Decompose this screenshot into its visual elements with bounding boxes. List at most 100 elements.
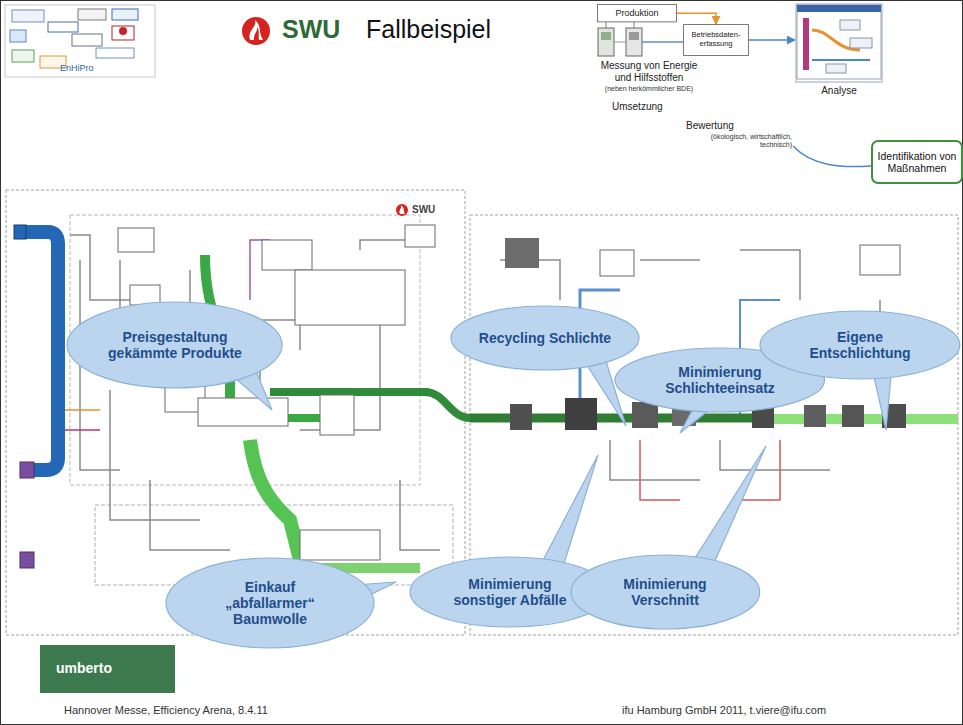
swu-mini-logo (396, 204, 408, 216)
sankey-grey-flows-part (610, 440, 700, 480)
sankey-panels (6, 190, 958, 635)
partner-logos-part (72, 34, 102, 46)
sankey-process-boxes-part (320, 395, 354, 435)
node-text: Betriebsdaten-erfassung (684, 29, 748, 50)
screenshot-frame (796, 4, 882, 82)
flow-connector (749, 39, 795, 41)
analysis-box-outline (795, 3, 883, 99)
flow-connector (677, 13, 716, 24)
data-capture-box: Betriebsdaten-erfassung (683, 24, 749, 56)
step-note: (neben herkömmlicher BDE) (598, 85, 700, 93)
callout-text: Minimierung Verschnitt (598, 576, 731, 608)
callout-bubble: Preisgestaltung gekämmte Produkte (66, 301, 283, 389)
step-label: Umsetzung (612, 101, 663, 113)
slide-title: Fallbeispiel (366, 15, 491, 44)
sankey-process-boxes-part (295, 270, 405, 325)
sankey-grey-flows-part (720, 440, 830, 470)
umberto-logo-box (40, 645, 175, 693)
sankey-process-boxes-part (262, 240, 312, 270)
meter-icons-part (634, 22, 635, 28)
machine-photos-part (842, 405, 864, 427)
box-outline (684, 25, 749, 56)
meter-icons-part (601, 32, 611, 40)
step-label: Messung von Energie und Hilfsstoffen (594, 60, 704, 83)
callout-ellipse (451, 306, 639, 370)
callout-text: Recycling Schlichte (479, 330, 611, 346)
footer-text: ifu Hamburg GmbH 2011, t.viere@ifu.com (622, 704, 826, 717)
company-logo-text: SWU (412, 204, 435, 216)
partner-logos-part (5, 5, 155, 77)
callout-pointers-part (690, 446, 766, 572)
partner-logos-part (119, 27, 127, 35)
callout-text: Minimierung Schlichteeinsatz (646, 364, 794, 396)
step-label: Bewertung (686, 120, 734, 132)
box-outline (598, 5, 677, 22)
analysis-screenshot-part (826, 64, 846, 73)
swu-mini-logo-part (399, 205, 405, 214)
sankey-main-flows-part (270, 392, 470, 418)
meter-icons-part (598, 28, 614, 56)
partner-logos-part (48, 22, 78, 32)
project-logo-text: EnHiPro (60, 63, 94, 73)
sankey-main-flows-part (250, 440, 300, 560)
swu-logo-icon-part (254, 27, 259, 40)
sankey-colored-lines-part (60, 429, 100, 431)
machine-photos-part (510, 404, 532, 430)
sankey-grey-flows-part (740, 250, 800, 300)
step-note: (ökologisch, wirtschaftlich, technisch) (690, 133, 792, 149)
partner-logos-part (12, 10, 44, 22)
callout-ellipse (571, 555, 760, 629)
meter-icons-part (629, 32, 639, 40)
node-text: Produktion (612, 6, 661, 20)
partner-logos-part (96, 48, 134, 58)
swu-logo-icon (242, 17, 270, 45)
analysis-screenshot-part (803, 18, 809, 70)
callout-text: Eigene Entschlichtung (789, 329, 930, 361)
swu-logo-icon-part (242, 17, 270, 45)
partner-logos-part (112, 9, 138, 20)
machine-photos-part (505, 238, 539, 268)
meter-icons-part (606, 22, 607, 28)
sankey-process-boxes-part (198, 398, 288, 426)
machine-photos-part (565, 398, 597, 430)
callout-ellipse (760, 311, 960, 379)
node-text: Analyse (818, 83, 860, 99)
footer-text: Hannover Messe, Efficiency Arena, 8.4.11 (64, 704, 268, 717)
sankey-process-boxes-part (20, 552, 34, 568)
sankey-grey-flows-part (640, 259, 700, 261)
sankey-grey-flows-part (400, 480, 440, 550)
analysis-screenshot (797, 5, 881, 79)
callout-ellipse (166, 558, 374, 648)
sankey-main-flows (20, 232, 958, 568)
meter-icons (598, 22, 683, 56)
partner-logos-part (12, 50, 34, 62)
callout-ellipse (67, 302, 282, 388)
callout-bubble: Einkauf „abfallarmer“ Baumwolle (165, 557, 375, 649)
sankey-grey-flows-part (150, 480, 230, 550)
partner-logos-part (10, 30, 26, 42)
analysis-screenshot-part (797, 5, 881, 12)
box-outline (872, 141, 962, 183)
sankey-colored-lines-part (640, 440, 680, 500)
partner-logos-part (112, 26, 134, 40)
callout-pointers-part (540, 455, 598, 570)
company-logo-text: SWU (282, 15, 340, 44)
meter-icons-part (614, 42, 626, 43)
analysis-screenshot-part (850, 38, 872, 48)
swu-logo-icon-part (249, 20, 263, 40)
meter-icons-part (642, 41, 683, 43)
process-box: Produktion (597, 4, 677, 22)
sankey-process-boxes (14, 225, 900, 568)
machine-photos-part (804, 405, 826, 427)
callout-text: Preisgestaltung gekämmte Produkte (99, 329, 251, 361)
analysis-box: Analyse (795, 3, 883, 99)
sankey-grey-flows (70, 235, 880, 550)
callout-bubble: Recycling Schlichte (450, 305, 640, 371)
partner-logos (5, 5, 155, 77)
software-logo-text: umberto (56, 660, 112, 676)
sankey-process-boxes-part (14, 225, 26, 239)
sankey-process-boxes-part (130, 285, 160, 305)
